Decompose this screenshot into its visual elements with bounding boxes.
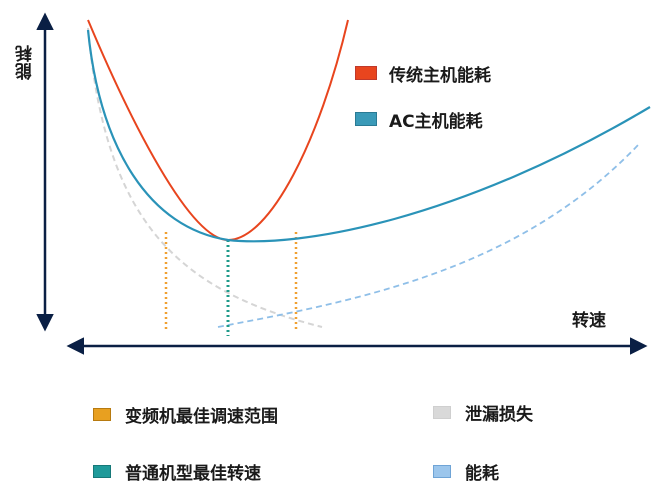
legend-item-traditional: 传统主机能耗 <box>355 62 491 86</box>
legend-label: 能耗 <box>465 463 499 484</box>
energy-curve <box>217 142 641 328</box>
legend-item-optimal-range: 变频机最佳调速范围 <box>93 403 278 427</box>
legend-swatch-teal <box>355 112 377 126</box>
legend-swatch-light-blue <box>433 464 451 478</box>
legend-swatch-red <box>355 66 377 80</box>
legend-swatch-orange <box>93 407 111 421</box>
legend-item-energy: 能耗 <box>433 460 499 484</box>
x-axis-label: 转速 <box>572 311 606 331</box>
legend-label: 泄漏损失 <box>465 404 533 425</box>
legend-item-ac: AC主机能耗 <box>355 108 483 132</box>
legend-label: 普通机型最佳转速 <box>125 463 261 484</box>
legend-label: 变频机最佳调速范围 <box>125 406 278 427</box>
leakage-loss-curve <box>87 27 323 328</box>
legend-swatch-gray <box>433 405 451 419</box>
ac-energy-curve <box>86 29 651 243</box>
legend-item-optimal-speed: 普通机型最佳转速 <box>93 460 261 484</box>
legend-label: AC主机能耗 <box>389 111 483 132</box>
legend-label: 传统主机能耗 <box>389 65 491 86</box>
legend-item-leakage: 泄漏损失 <box>433 401 533 425</box>
legend-swatch-teal <box>93 464 111 478</box>
y-axis-label: 能耗 <box>16 44 36 80</box>
traditional-energy-curve <box>87 19 349 242</box>
